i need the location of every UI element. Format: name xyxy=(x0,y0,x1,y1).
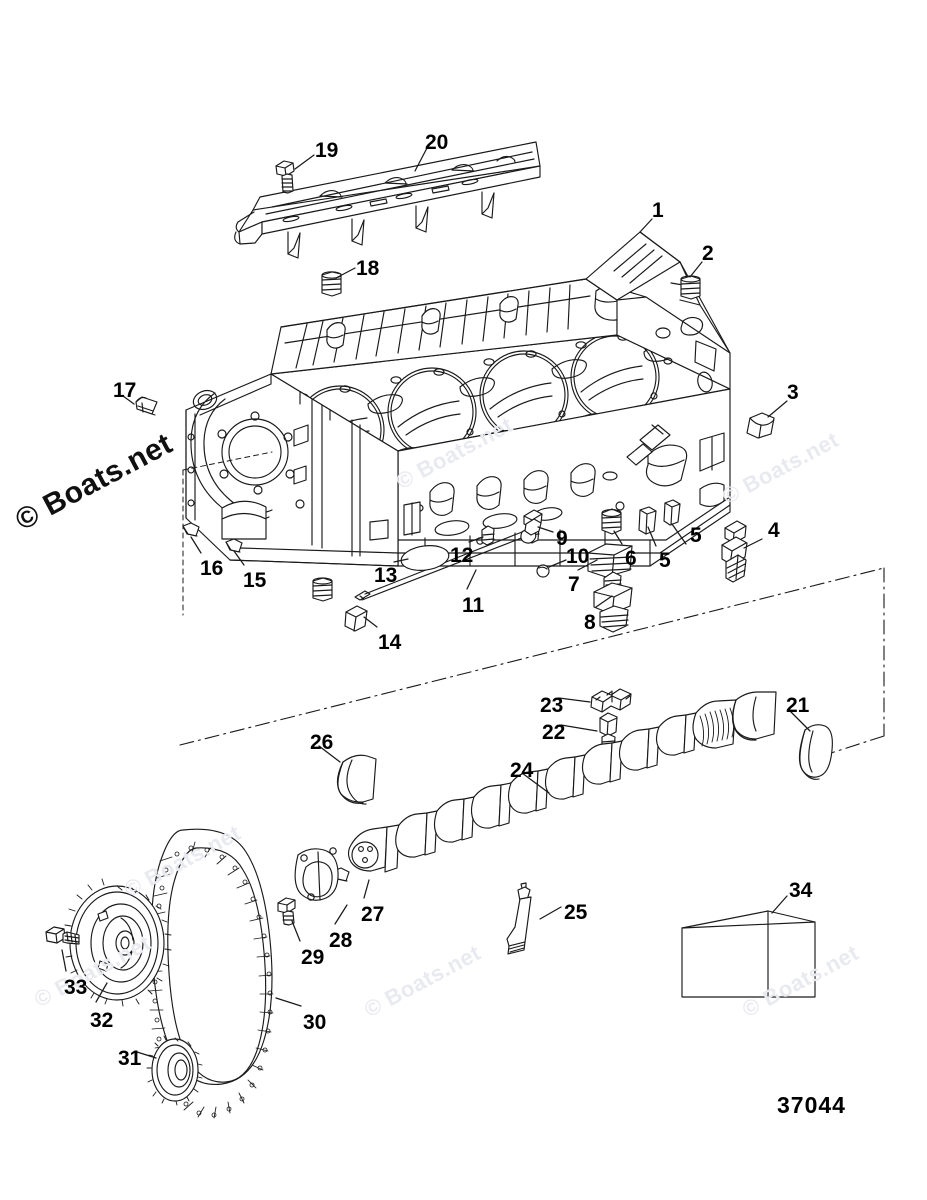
callout-32: 32 xyxy=(90,1009,114,1032)
callout-31: 31 xyxy=(118,1047,142,1070)
callout-27: 27 xyxy=(361,903,385,926)
callout-28: 28 xyxy=(329,929,353,952)
part-25-lubricant-tube xyxy=(506,882,532,955)
callout-34: 34 xyxy=(789,879,813,902)
part-26-cam-front-bearing xyxy=(336,754,377,805)
callout-9: 9 xyxy=(556,527,568,550)
callout-19: 19 xyxy=(315,139,339,162)
callout-29: 29 xyxy=(301,946,325,969)
part-29-thrust-plate-bolt xyxy=(277,897,296,926)
part-10-ball-plug xyxy=(536,564,550,578)
callout-5: 5 xyxy=(659,549,671,572)
part-6-pipe-plug xyxy=(601,508,622,535)
callout-16: 16 xyxy=(200,557,224,580)
block-detail-bracket xyxy=(182,451,273,616)
callout-23: 23 xyxy=(540,694,564,717)
callout-5: 5 xyxy=(690,524,702,547)
callout-22: 22 xyxy=(542,721,566,744)
callout-6: 6 xyxy=(625,547,637,570)
callout-2: 2 xyxy=(702,242,714,265)
callout-3: 3 xyxy=(787,381,799,404)
callout-24: 24 xyxy=(510,759,534,782)
part-23-lifter-guide xyxy=(590,688,632,713)
part-13-freeze-plug xyxy=(400,545,450,571)
part-15-dowel-pin xyxy=(225,538,243,553)
detail-boundary xyxy=(179,567,885,755)
part-34-gasket-kit-box xyxy=(681,910,816,998)
part-5-roll-pin-b xyxy=(663,499,681,526)
callout-20: 20 xyxy=(425,131,449,154)
part-30-timing-chain xyxy=(148,828,274,1119)
callout-10: 10 xyxy=(566,545,590,568)
part-7-oil-gallery-plug xyxy=(587,543,633,578)
part-12-small-fitting xyxy=(481,525,495,546)
part-33-sprocket-bolt xyxy=(45,926,80,945)
part-19-hex-bolt xyxy=(275,160,295,194)
callout-26: 26 xyxy=(310,731,334,754)
callout-15: 15 xyxy=(243,569,267,592)
part-32-camshaft-sprocket xyxy=(63,878,172,1007)
part-4-sensor-fitting xyxy=(721,520,748,583)
part-18-threaded-insert xyxy=(321,271,342,297)
part-3-dowel-pin xyxy=(746,412,775,439)
part-16-dowel-pin xyxy=(182,522,200,537)
callout-12: 12 xyxy=(450,544,474,567)
callout-13: 13 xyxy=(374,564,398,587)
callout-17: 17 xyxy=(113,379,137,402)
callout-18: 18 xyxy=(356,257,380,280)
part-17-set-screw xyxy=(135,396,158,416)
callout-25: 25 xyxy=(564,901,588,924)
part-28-thrust-plate xyxy=(294,847,339,901)
callout-1: 1 xyxy=(652,199,664,222)
part-31-crankshaft-sprocket xyxy=(146,1035,203,1106)
diagram-number: 37044 xyxy=(777,1092,846,1118)
callout-4: 4 xyxy=(768,519,780,542)
part-21-cam-rear-bearing xyxy=(798,724,833,780)
part-5-roll-pin-a xyxy=(638,506,657,535)
part-24-camshaft xyxy=(347,691,777,873)
callout-30: 30 xyxy=(303,1011,327,1034)
part-2-threaded-plug-right xyxy=(680,275,701,300)
callout-14: 14 xyxy=(378,631,402,654)
part-8-oil-pressure-sensor xyxy=(593,571,633,633)
callout-11: 11 xyxy=(462,594,485,617)
callout-8: 8 xyxy=(584,611,596,634)
part-20-valley-cover xyxy=(234,141,541,259)
callout-33: 33 xyxy=(64,976,88,999)
part-14-cup-plug xyxy=(344,605,368,632)
part-2-threaded-plug-left xyxy=(312,577,333,602)
callout-21: 21 xyxy=(786,694,810,717)
callout-leaders xyxy=(61,147,811,1059)
callout-7: 7 xyxy=(568,573,580,596)
